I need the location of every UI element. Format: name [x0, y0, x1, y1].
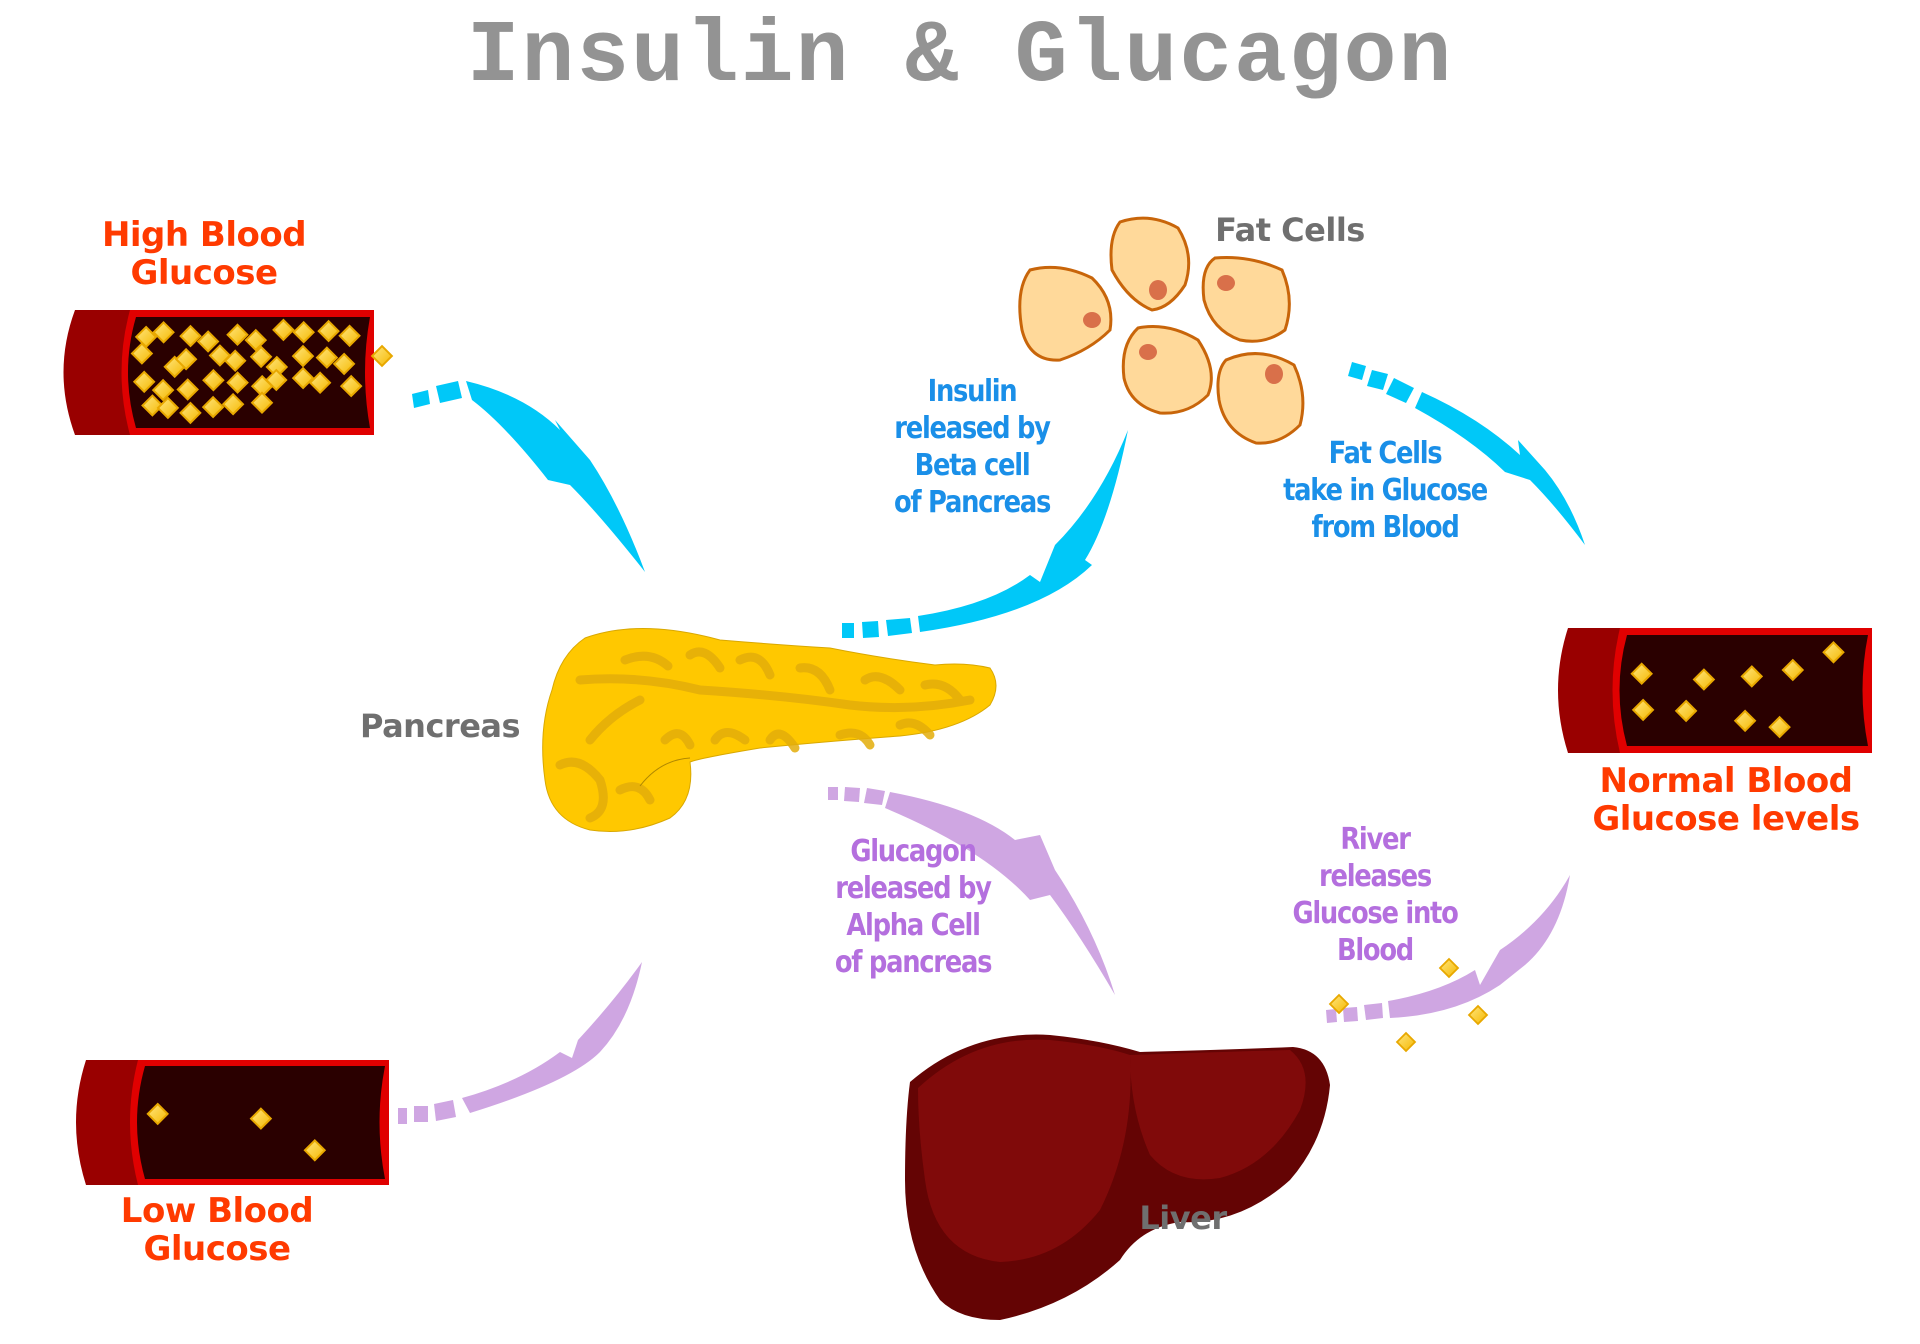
arrow-pancreas-to-liver: [828, 787, 1115, 995]
label-fat-cells: Fat Cells: [1215, 211, 1365, 249]
label-line: Fat Cells: [1328, 436, 1443, 471]
label-high-blood-glucose: High Blood Glucose: [101, 215, 307, 294]
arrow-fat-cells-to-normal: [1348, 362, 1585, 545]
label-line: Glucagon: [850, 834, 977, 869]
vessel-normal-glucose: [1558, 628, 1872, 753]
label-line: Glucose: [130, 253, 278, 294]
label-line: Blood: [1336, 932, 1414, 968]
arrow-high-glucose-to-pancreas: [412, 381, 645, 572]
label-line: released by: [894, 410, 1051, 446]
fat-cell: [1216, 352, 1305, 445]
label-glucagon-release: Glucagon released by Alpha Cell of pancr…: [834, 834, 993, 982]
label-liver-release: River releases Glucose into Blood: [1292, 822, 1458, 970]
label-line: River: [1340, 822, 1411, 857]
label-line: of Pancreas: [893, 484, 1051, 520]
label-line: released by: [835, 870, 992, 906]
label-fat-cells-uptake: Fat Cells take in Glucose from Blood: [1283, 436, 1488, 547]
vessel-wall-end: [63, 310, 135, 435]
vessel-wall-end: [76, 1060, 142, 1185]
fat-cell: [1201, 256, 1291, 343]
arrow-liver-to-normal: [1326, 875, 1570, 1023]
diagram-title: Insulin & Glucagon: [466, 8, 1454, 107]
label-low-blood-glucose: Low Blood Glucose: [120, 1191, 314, 1270]
label-line: Insulin: [927, 374, 1018, 409]
label-line: Alpha Cell: [846, 907, 981, 943]
label-line: Glucose: [143, 1229, 291, 1270]
vessel-low-glucose: [76, 1060, 389, 1185]
liver-organ: [905, 1034, 1330, 1320]
label-insulin-release: Insulin released by Beta cell of Pancrea…: [893, 374, 1051, 522]
label-pancreas: Pancreas: [359, 707, 521, 745]
vessel-wall-end: [1558, 628, 1625, 753]
fat-cell: [1121, 325, 1213, 415]
label-line: take in Glucose: [1283, 472, 1488, 508]
label-line: Normal Blood: [1599, 761, 1853, 801]
label-line: Low Blood: [120, 1191, 314, 1231]
label-line: Glucose into: [1292, 895, 1458, 931]
label-line: of pancreas: [834, 944, 993, 980]
arrow-low-glucose-to-pancreas: [398, 962, 642, 1124]
fat-cell: [1109, 216, 1191, 312]
vessel-lumen: [1619, 635, 1868, 746]
fat-cell: [1018, 265, 1113, 362]
label-line: from Blood: [1311, 509, 1459, 545]
label-line: releases: [1319, 858, 1432, 894]
vessel-high-glucose: [63, 310, 374, 435]
pancreas-organ: [542, 628, 997, 832]
label-line: Glucose levels: [1592, 799, 1860, 840]
fat-cells-cluster: [1018, 216, 1305, 445]
label-normal-blood-glucose: Normal Blood Glucose levels: [1592, 761, 1860, 840]
label-line: High Blood: [101, 215, 307, 255]
label-liver: Liver: [1139, 1199, 1227, 1237]
label-line: Beta cell: [914, 447, 1031, 483]
arrow-pancreas-to-fat-cells: [842, 430, 1128, 638]
